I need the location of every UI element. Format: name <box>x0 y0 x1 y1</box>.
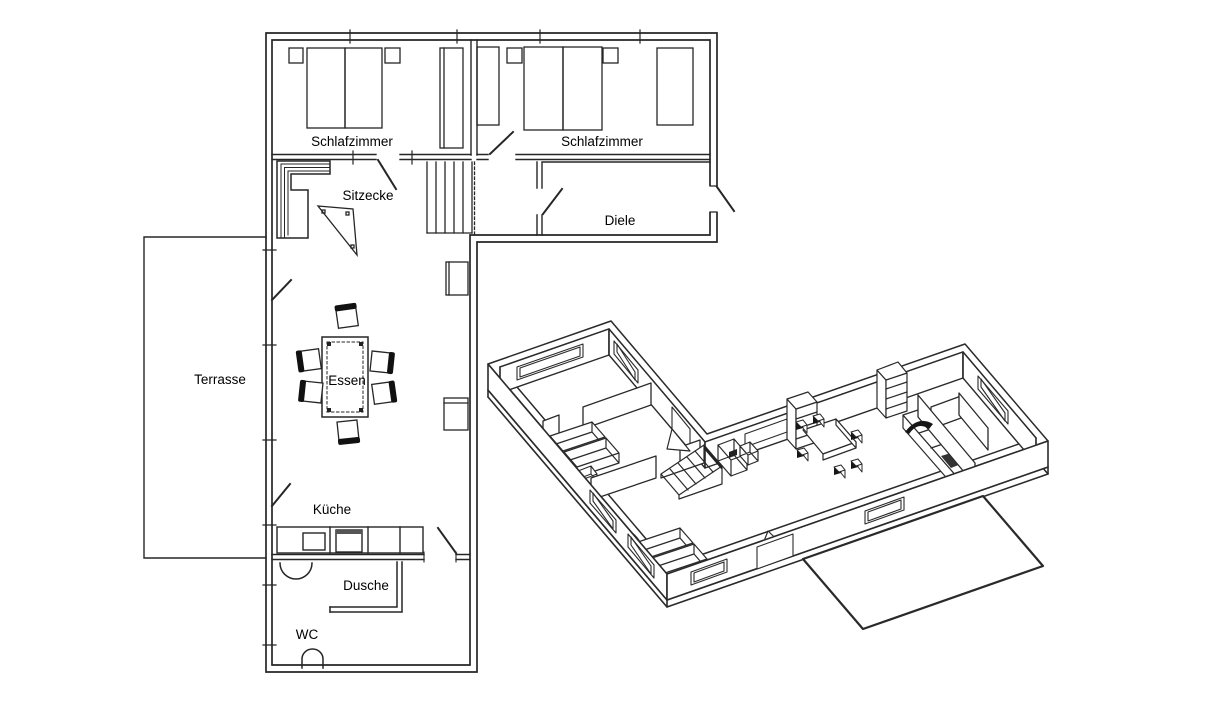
bedroom-wall <box>271 39 711 161</box>
back-wall-windows <box>516 340 1009 452</box>
diele-room <box>536 161 711 236</box>
room-labels: Schlafzimmer Schlafzimmer Sitzecke Diele… <box>194 134 643 642</box>
label-schlafzimmer-right: Schlafzimmer <box>561 134 643 149</box>
bedroom-1-furniture <box>288 47 464 149</box>
stairs <box>426 161 476 236</box>
kitchen-wc-wall <box>271 526 471 563</box>
label-dusche: Dusche <box>343 578 389 593</box>
bedroom-door-swings <box>376 130 515 191</box>
floorplan-3d <box>487 320 1049 631</box>
terrace-3d <box>801 494 1045 631</box>
living-cabinets <box>443 261 469 431</box>
dining-table-3d <box>802 418 857 461</box>
outer-walls <box>265 32 720 673</box>
bedroom-2-furniture <box>476 46 694 131</box>
wall-ticks <box>262 29 641 646</box>
label-schlafzimmer-left: Schlafzimmer <box>311 134 393 149</box>
wc-fixtures <box>279 561 403 669</box>
terrace-outline <box>143 236 267 559</box>
label-wc: WC <box>296 627 319 642</box>
label-essen: Essen <box>328 373 366 388</box>
label-diele: Diele <box>605 213 636 228</box>
entrance-door-swing <box>715 185 736 213</box>
label-kueche: Küche <box>313 502 351 517</box>
sitzecke-bench <box>276 160 331 239</box>
sitzecke-table <box>316 205 358 258</box>
label-sitzecke: Sitzecke <box>342 188 393 203</box>
shelf-2-3d <box>876 361 908 419</box>
floorplan-2d: Schlafzimmer Schlafzimmer Sitzecke Diele… <box>143 29 736 673</box>
label-terrasse: Terrasse <box>194 372 246 387</box>
kitchen-counter <box>270 482 424 554</box>
sideboard-3d <box>717 438 759 477</box>
front-wall-windows <box>589 489 905 586</box>
cross-wall-3 <box>905 394 976 486</box>
living-door-swing <box>270 278 293 302</box>
dining-table <box>321 336 369 418</box>
